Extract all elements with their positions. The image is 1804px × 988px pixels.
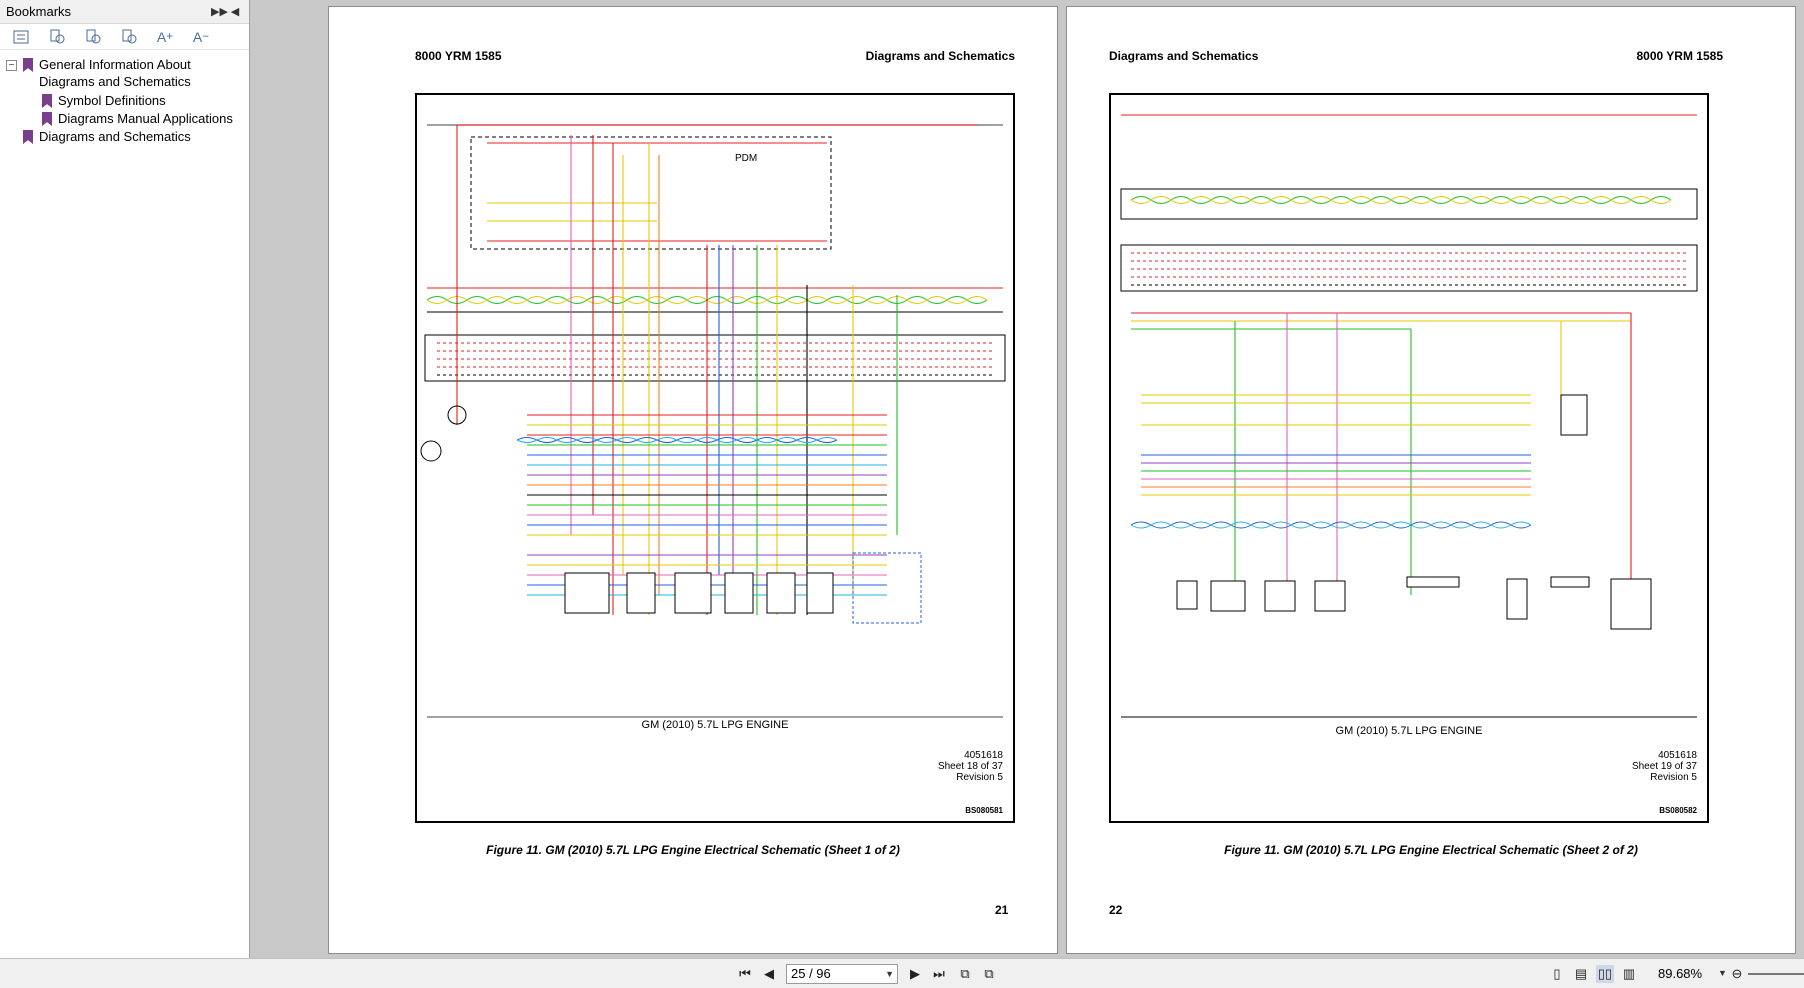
expand-panel-icon[interactable]: ▶▶ <box>211 6 228 18</box>
revision: Revision 5 <box>956 772 1003 783</box>
schematic-figure: PDM <box>415 93 1015 823</box>
page-header-left: 8000 YRM 1585 <box>415 49 502 63</box>
bookmark-label: Symbol Definitions <box>58 93 166 108</box>
bookmarks-title: Bookmarks <box>6 4 72 19</box>
bookmark-item[interactable]: Diagrams Manual Applications <box>0 110 249 128</box>
page-header-right: Diagrams and Schematics <box>865 49 1015 63</box>
bookmark-label: General Information About Diagrams and S… <box>39 57 191 89</box>
sheet-number: Sheet 18 of 37 <box>937 761 1003 772</box>
increase-text-size-icon[interactable]: A+ <box>156 28 174 45</box>
doc-number: 4051618 <box>964 750 1003 761</box>
engine-title: GM (2010) 5.7L LPG ENGINE <box>641 719 789 731</box>
bookmarks-panel: Bookmarks ▶▶ ◀ A+ A− − General Informati… <box>0 0 250 958</box>
pdf-page: Diagrams and Schematics 8000 YRM 1585 <box>1066 6 1796 954</box>
single-page-icon[interactable]: ▯ <box>1553 966 1561 981</box>
page-number-input[interactable]: 25 / 96 ▼ <box>786 964 898 984</box>
bookmark-icon <box>42 112 52 126</box>
bookmarks-toolbar: A+ A− <box>0 24 249 50</box>
bookmark-icon <box>23 58 33 72</box>
new-bookmark-icon[interactable] <box>78 26 108 48</box>
continuous-facing-icon[interactable]: ▥ <box>1622 966 1636 981</box>
bookmark-item[interactable]: Diagrams and Schematics <box>0 128 249 146</box>
next-page-icon[interactable]: ▶ <box>910 966 920 981</box>
previous-page-icon[interactable]: ◀ <box>764 966 774 981</box>
chevron-down-icon[interactable]: ▼ <box>885 969 894 979</box>
collapse-panel-icon[interactable]: ◀ <box>230 6 240 18</box>
collapse-toggle-icon[interactable]: − <box>6 60 17 71</box>
document-view[interactable]: 8000 YRM 1585 Diagrams and Schematics PD… <box>251 0 1804 958</box>
doc-number: 4051618 <box>1658 750 1697 761</box>
pdf-page: 8000 YRM 1585 Diagrams and Schematics PD… <box>328 6 1058 954</box>
schematic-drawing: PDM <box>420 124 1006 718</box>
bookmark-label: Diagrams Manual Applications <box>58 111 233 126</box>
sheet-number: Sheet 19 of 37 <box>1631 761 1697 772</box>
bookmark-item[interactable]: − General Information About Diagrams and… <box>0 56 249 92</box>
bookmark-label: Diagrams and Schematics <box>39 129 191 144</box>
figure-caption: Figure 11. GM (2010) 5.7L LPG Engine Ele… <box>486 843 900 857</box>
bookmark-item[interactable]: Symbol Definitions <box>0 92 249 110</box>
go-forward-icon[interactable]: ⧉ <box>984 966 994 981</box>
continuous-icon[interactable]: ▤ <box>1574 966 1588 981</box>
zoom-value[interactable]: 89.68% <box>1658 966 1703 981</box>
page-number: 22 <box>1109 903 1123 917</box>
status-bar: ⏮ ◀ 25 / 96 ▼ ▶ ⏭ ⧉ ⧉ ▯ ▤ ▯▯ ▥ 89.68% ▼ … <box>0 958 1804 988</box>
go-back-icon[interactable]: ⧉ <box>960 966 970 981</box>
schematic-figure: GM (2010) 5.7L LPG ENGINE 4051618 Sheet … <box>1109 93 1709 823</box>
bookmark-icon <box>23 130 33 144</box>
first-page-icon[interactable]: ⏮ <box>739 966 751 981</box>
bs-code: BS080582 <box>1659 806 1697 815</box>
delete-bookmark-icon[interactable] <box>114 26 144 48</box>
zoom-slider[interactable] <box>1748 973 1804 975</box>
bookmark-tree: − General Information About Diagrams and… <box>0 50 249 146</box>
sheet-info: 4051618 Sheet 18 of 37 Revision 5 <box>938 750 1003 783</box>
facing-icon[interactable]: ▯▯ <box>1596 965 1614 983</box>
sheet-info: 4051618 Sheet 19 of 37 Revision 5 <box>1632 750 1697 783</box>
page-number-value: 25 / 96 <box>791 966 831 981</box>
options-icon[interactable] <box>6 26 36 48</box>
bookmark-icon <box>42 94 52 108</box>
page-number: 21 <box>995 903 1009 917</box>
zoom-dropdown-icon[interactable]: ▼ <box>1718 968 1727 978</box>
bs-code: BS080581 <box>965 806 1003 815</box>
decrease-text-size-icon[interactable]: A− <box>192 28 210 45</box>
bookmarks-panel-header: Bookmarks ▶▶ ◀ <box>0 0 249 24</box>
pdm-label: PDM <box>735 153 757 164</box>
figure-caption: Figure 11. GM (2010) 5.7L LPG Engine Ele… <box>1224 843 1638 857</box>
expand-bookmark-icon[interactable] <box>42 26 72 48</box>
engine-title: GM (2010) 5.7L LPG ENGINE <box>1335 725 1483 737</box>
schematic-drawing <box>1120 114 1698 718</box>
page-header-left: Diagrams and Schematics <box>1109 49 1259 63</box>
last-page-icon[interactable]: ⏭ <box>933 966 945 981</box>
zoom-out-icon[interactable]: ⊖ <box>1731 966 1743 981</box>
revision: Revision 5 <box>1650 772 1697 783</box>
page-header-right: 8000 YRM 1585 <box>1636 49 1723 63</box>
